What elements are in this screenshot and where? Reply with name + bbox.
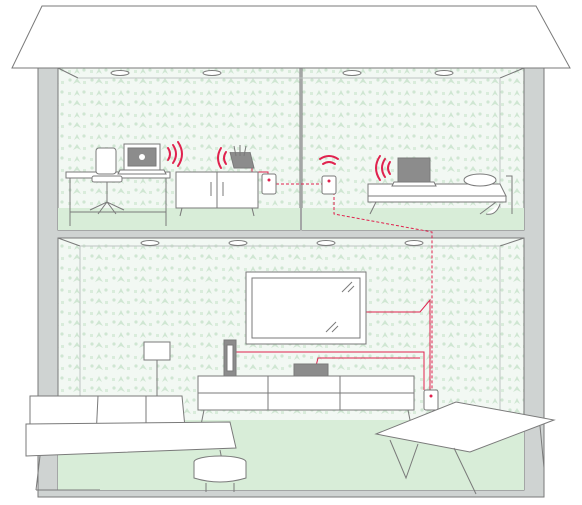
- laptop-icon: [392, 158, 436, 186]
- ceiling-light: [317, 241, 335, 246]
- av-receiver-icon: [294, 364, 328, 376]
- ceiling-light: [229, 241, 247, 246]
- powerline-adapter-icon: [424, 390, 438, 410]
- powerline-adapter-icon: [262, 174, 276, 194]
- ceiling-light: [141, 241, 159, 246]
- powerline-adapter-icon: [322, 176, 336, 194]
- ceiling-light: [111, 71, 129, 76]
- upstairs-left-floor: [58, 208, 300, 230]
- roof: [12, 6, 570, 68]
- ceiling-light: [203, 71, 221, 76]
- ceiling-light: [343, 71, 361, 76]
- flat-screen-tv-icon: [246, 272, 366, 344]
- ceiling-light: [435, 71, 453, 76]
- laptop-icon: [118, 144, 166, 174]
- ceiling-light: [405, 241, 423, 246]
- game-console-icon: [224, 340, 236, 376]
